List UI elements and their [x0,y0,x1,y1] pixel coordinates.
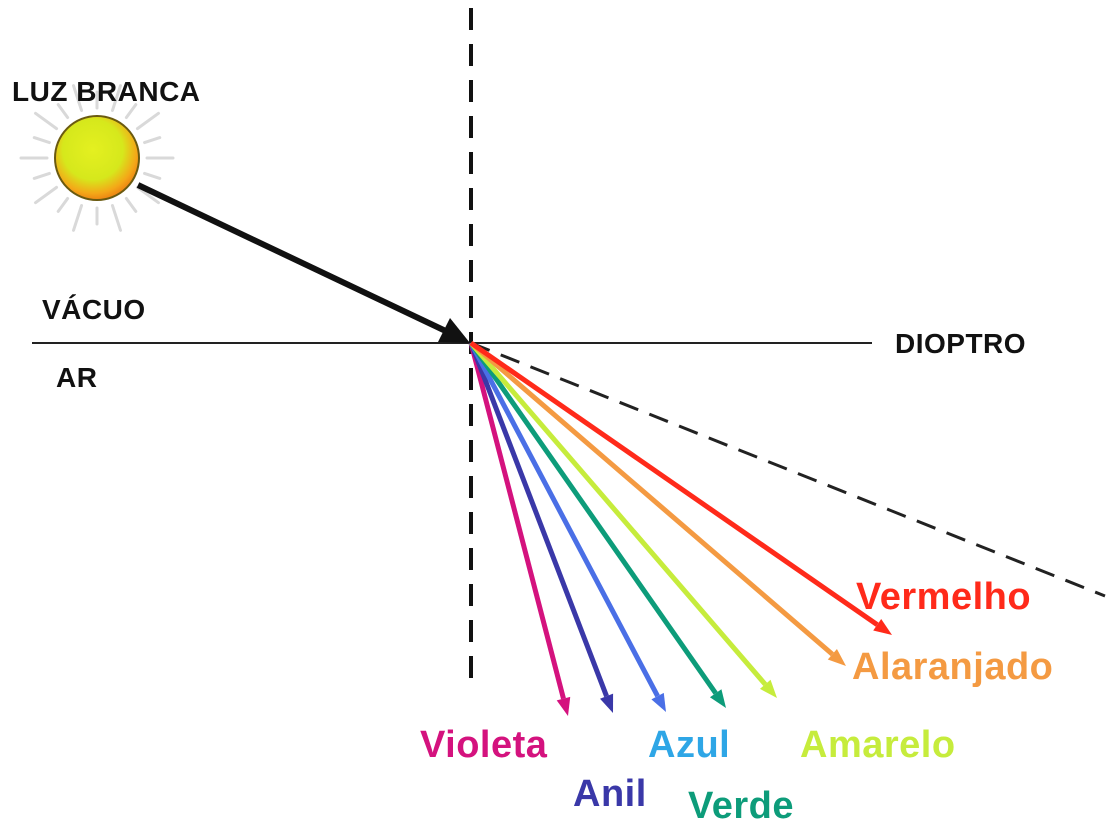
color-label-anil: Anil [573,773,647,815]
color-label-alaranjado: Alaranjado [852,646,1054,688]
sun-ray [32,136,51,145]
arrowhead-anil [600,693,614,713]
vacuum-label: VÁCUO [42,294,146,325]
sun-ray [110,84,122,112]
sun-ray [56,196,70,213]
sun-ray [124,196,138,213]
sun-ray [124,103,138,120]
color-label-verde: Verde [688,785,795,827]
sun-ray [72,84,84,112]
ray-amarelo [469,341,768,686]
ray-vermelho [469,340,879,627]
color-label-azul: Azul [648,724,731,766]
color-label-amarelo: Amarelo [800,724,956,766]
sun-ray [72,204,84,232]
ray-anil [468,342,609,698]
sun-ray [135,185,160,205]
incident-ray [136,182,470,343]
arrowhead-verde [709,689,726,708]
ray-alaranjado [469,341,834,657]
ray-azul [468,341,660,698]
sun-ray [34,111,59,131]
sun-ray [34,185,59,205]
sun-ray [110,204,122,232]
sun-ray [56,103,70,120]
sun-ray [135,111,160,131]
arrowhead-alaranjado [827,648,846,666]
refracted-rays [468,340,892,716]
incident-extension-line [470,341,1106,598]
dioptre-label: DIOPTRO [895,328,1027,359]
sun-ray [143,171,162,180]
sun-rays [19,84,175,232]
air-label: AR [56,362,98,393]
ray-violeta [468,342,566,700]
color-label-vermelho: Vermelho [856,576,1032,618]
arrowhead-amarelo [759,679,777,698]
arrowhead-azul [651,692,666,712]
sun-icon [54,115,140,201]
sun-ray [143,136,162,145]
arrowhead-violeta [556,696,571,716]
ray-verde [468,341,718,695]
light-source-label: LUZ BRANCA [12,76,201,107]
color-label-violeta: Violeta [420,724,548,766]
arrowhead-vermelho [873,618,892,635]
sun-ray [32,171,51,180]
